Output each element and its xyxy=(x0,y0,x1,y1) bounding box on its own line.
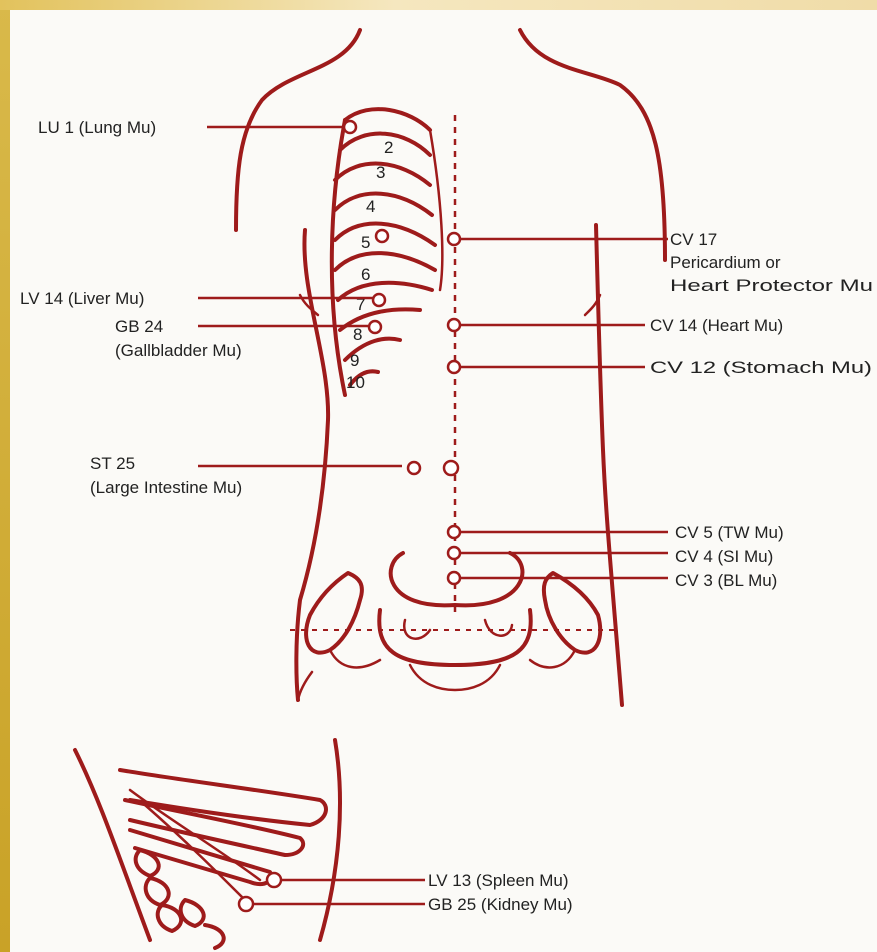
side-view-outline xyxy=(75,740,340,948)
label-gb25: GB 25 (Kidney Mu) xyxy=(428,895,573,914)
label-cv17-line2: Pericardium or xyxy=(670,253,781,272)
point-cv14 xyxy=(448,319,460,331)
label-st25-line2: (Large Intestine Mu) xyxy=(90,478,242,497)
point-umbilicus xyxy=(444,461,458,475)
rib-number: 4 xyxy=(366,197,375,216)
rib-number: 5 xyxy=(361,233,370,252)
point-cv5 xyxy=(448,526,460,538)
label-cv3: CV 3 (BL Mu) xyxy=(675,571,777,590)
rib-number: 3 xyxy=(376,163,385,182)
rib-number-labels: 2 3 4 5 6 7 8 9 10 xyxy=(346,138,393,392)
neck-right xyxy=(520,30,665,260)
label-cv5: CV 5 (TW Mu) xyxy=(675,523,784,542)
label-lu1: LU 1 (Lung Mu) xyxy=(38,118,156,137)
label-cv14: CV 14 (Heart Mu) xyxy=(650,316,783,335)
point-cv3 xyxy=(448,572,460,584)
point-st25 xyxy=(408,462,420,474)
label-gb24-line2: (Gallbladder Mu) xyxy=(115,341,242,360)
point-cv4 xyxy=(448,547,460,559)
label-cv12: CV 12 (Stomach Mu) xyxy=(650,358,872,377)
point-cv12 xyxy=(448,361,460,373)
label-gb24-line1: GB 24 xyxy=(115,317,163,336)
rib-number: 9 xyxy=(350,351,359,370)
point-lv13 xyxy=(267,873,281,887)
point-labels: LU 1 (Lung Mu) CV 17 Pericardium or Hear… xyxy=(20,118,873,914)
point-gb25 xyxy=(239,897,253,911)
label-lv14: LV 14 (Liver Mu) xyxy=(20,289,144,308)
point-lu1 xyxy=(344,121,356,133)
label-cv17-line1: CV 17 xyxy=(670,230,717,249)
label-cv17-line3: Heart Protector Mu xyxy=(670,276,873,295)
point-rib5-marker xyxy=(376,230,388,242)
point-lv14 xyxy=(373,294,385,306)
point-cv17 xyxy=(448,233,460,245)
rib-number: 6 xyxy=(361,265,370,284)
label-lv13: LV 13 (Spleen Mu) xyxy=(428,871,568,890)
rib-number: 8 xyxy=(353,325,362,344)
point-gb24 xyxy=(369,321,381,333)
label-cv4: CV 4 (SI Mu) xyxy=(675,547,773,566)
rib-number: 2 xyxy=(384,138,393,157)
rib-number: 10 xyxy=(346,373,365,392)
label-st25-line1: ST 25 xyxy=(90,454,135,473)
